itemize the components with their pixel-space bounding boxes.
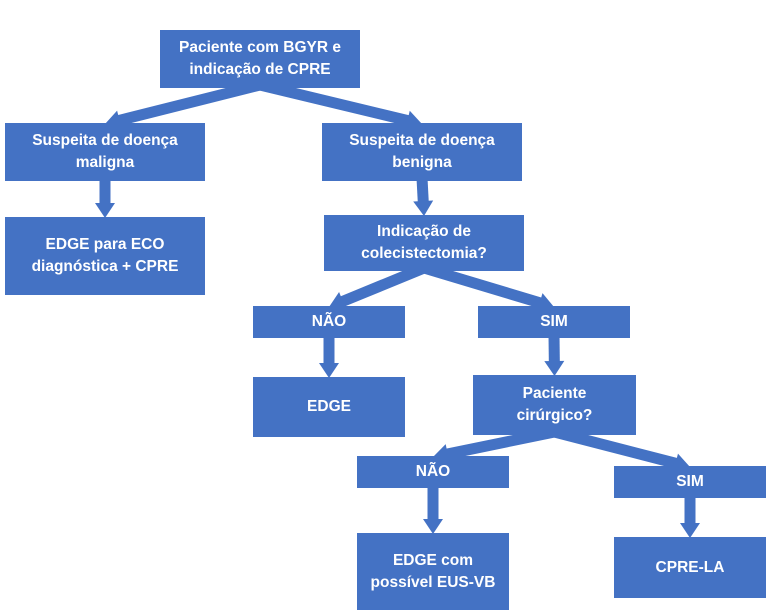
connector-root-benigna bbox=[258, 79, 410, 127]
arrowhead-nao_2-edge_eus bbox=[423, 519, 443, 534]
node-colecistectomia-label: Indicação de colecistectomia? bbox=[361, 223, 487, 262]
node-sim-1-label: SIM bbox=[540, 313, 568, 331]
node-edge-eco: EDGE para ECO diagnóstica + CPRE bbox=[5, 217, 205, 295]
node-colecistectomia: Indicação de colecistectomia? bbox=[324, 215, 524, 271]
node-root: Paciente com BGYR e indicação de CPRE bbox=[160, 30, 360, 88]
connector-paciente_cirurgico-nao_2 bbox=[445, 426, 556, 460]
connector-benigna-colecistectomia bbox=[416, 177, 429, 203]
arrowhead-sim_2-cpre_la bbox=[680, 523, 700, 538]
node-sim-2: SIM bbox=[614, 466, 766, 498]
arrowhead-benigna-colecistectomia bbox=[413, 200, 434, 216]
node-root-label: Paciente com BGYR e indicação de CPRE bbox=[179, 39, 341, 78]
node-sim-1: SIM bbox=[478, 306, 630, 338]
node-cpre-la: CPRE-LA bbox=[614, 537, 766, 598]
node-edge: EDGE bbox=[253, 377, 405, 437]
node-nao-1: NÃO bbox=[253, 306, 405, 338]
node-suspeita-maligna-label: Suspeita de doença maligna bbox=[32, 132, 178, 171]
connector-colecistectomia-nao_1 bbox=[339, 262, 427, 307]
node-edge-eus-vb-label: EDGE com possível EUS-VB bbox=[370, 551, 496, 591]
node-suspeita-maligna: Suspeita de doença maligna bbox=[5, 123, 205, 181]
node-sim-2-label: SIM bbox=[676, 473, 704, 491]
node-edge-eus-vb: EDGE com possível EUS-VB bbox=[357, 533, 509, 610]
node-nao-2-label: NÃO bbox=[415, 463, 451, 481]
connector-paciente_cirurgico-sim_2 bbox=[553, 426, 678, 469]
arrowhead-colecistectomia-nao_1 bbox=[329, 292, 347, 311]
node-paciente-cirurgico: Paciente cirúrgico? bbox=[473, 375, 636, 435]
arrowhead-maligna-edge_eco bbox=[95, 203, 115, 218]
node-suspeita-benigna: Suspeita de doença benigna bbox=[322, 123, 522, 181]
node-paciente-cirurgico-label: Paciente cirúrgico? bbox=[516, 385, 593, 424]
node-edge-eco-label: EDGE para ECO diagnóstica + CPRE bbox=[31, 236, 179, 275]
connector-root-maligna bbox=[117, 79, 262, 126]
arrowhead-sim_1-paciente_cirurgico bbox=[544, 360, 565, 376]
node-edge-label: EDGE bbox=[307, 398, 351, 416]
arrowhead-nao_1-edge_1 bbox=[319, 363, 339, 378]
node-suspeita-benigna-label: Suspeita de doença benigna bbox=[349, 132, 495, 171]
node-cpre-la-label: CPRE-LA bbox=[655, 558, 725, 576]
connector-colecistectomia-sim_1 bbox=[422, 262, 543, 309]
node-nao-2: NÃO bbox=[357, 456, 509, 488]
node-nao-1-label: NÃO bbox=[311, 313, 347, 331]
